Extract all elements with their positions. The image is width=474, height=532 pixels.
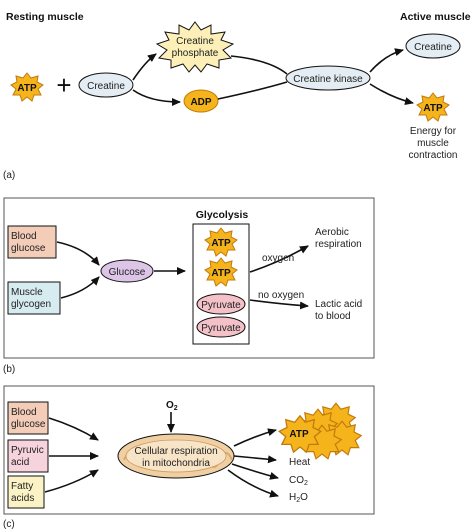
creatine-output-label: Creatine xyxy=(414,42,452,53)
blood-glucose-node: Blood glucose xyxy=(7,225,57,259)
cellular-line1: Cellular respiration xyxy=(134,446,217,457)
blood-glucose-line2: glucose xyxy=(11,243,46,254)
aerobic-line2: respiration xyxy=(315,239,362,250)
lactic-line2: to blood xyxy=(315,311,351,322)
fatty-line2: acids xyxy=(11,493,34,504)
muscle-glycogen-line2: glycogen xyxy=(11,299,51,310)
arrow-kinase-to-creatine xyxy=(369,48,404,73)
glycolysis-atp-icon-2: ATP xyxy=(204,257,238,287)
arrow-creatine-to-phosphate xyxy=(132,53,157,81)
o2-label: O2 xyxy=(166,400,178,412)
glycolysis-atp-icon-1: ATP xyxy=(204,227,238,257)
muscle-glycogen-node: Muscle glycogen xyxy=(7,281,61,315)
creatine-output-node: Creatine xyxy=(405,33,461,59)
arrow-adp-to-kinase xyxy=(217,81,288,100)
atp-output-icon: ATP xyxy=(416,92,450,122)
panel-c: Blood glucose Pyruvic acid Fatty acids O… xyxy=(3,385,375,530)
atp-icon: ATP xyxy=(10,72,44,102)
plus-sign: + xyxy=(56,70,71,100)
glucose-label: Glucose xyxy=(109,267,146,278)
arrow-muscle-glycogen xyxy=(60,276,100,299)
muscle-glycogen-line1: Muscle xyxy=(11,287,43,298)
creatine-phosphate-line1: Creatine xyxy=(176,36,214,47)
creatine-kinase-label: Creatine kinase xyxy=(293,74,363,85)
glycolysis-atp-label-1: ATP xyxy=(211,238,231,249)
arrow-to-h2o xyxy=(227,469,279,498)
blood-glucose-c-line1: Blood xyxy=(11,407,37,418)
atp-output-label: ATP xyxy=(423,103,443,114)
glycolysis-atp-label-2: ATP xyxy=(211,268,231,279)
arrow-creatine-to-adp xyxy=(132,89,181,106)
panel-b-frame xyxy=(3,197,375,359)
h2o-label: H2O xyxy=(289,492,308,504)
energy-line3: contraction xyxy=(409,150,458,161)
arrow-blood-glucose xyxy=(56,241,100,266)
pyruvate-node-2: Pyruvate xyxy=(196,316,246,338)
creatine-phosphate-node: Creatine phosphate xyxy=(155,21,235,73)
pyruvate-node-1: Pyruvate xyxy=(196,293,246,315)
arrow-blood-glucose-c xyxy=(48,417,99,441)
arrow-kinase-to-atp xyxy=(369,83,414,106)
atp-label: ATP xyxy=(17,83,37,94)
creatine-label: Creatine xyxy=(87,81,125,92)
panel-c-label: (c) xyxy=(3,519,15,530)
panel-b: Blood glucose Muscle glycogen Glucose Gl… xyxy=(3,197,375,375)
resting-muscle-label: Resting muscle xyxy=(6,11,84,23)
energy-line1: Energy for xyxy=(410,126,457,137)
panel-b-label: (b) xyxy=(3,364,15,375)
glucose-node: Glucose xyxy=(100,259,154,283)
panel-a-label: (a) xyxy=(3,170,15,181)
blood-glucose-c-line2: glucose xyxy=(11,419,46,430)
arrow-to-co2 xyxy=(231,463,279,480)
no-oxygen-label: no oxygen xyxy=(258,290,304,301)
creatine-phosphate-line2: phosphate xyxy=(172,48,219,59)
aerobic-line1: Aerobic xyxy=(315,227,349,238)
arrow-fatty xyxy=(44,469,99,493)
pyruvic-line2: acid xyxy=(11,457,29,468)
heat-label: Heat xyxy=(289,457,310,468)
pyruvate-label-2: Pyruvate xyxy=(201,323,241,334)
panel-a: Resting muscle Active muscle ATP + Creat… xyxy=(3,11,471,181)
atp-c-label: ATP xyxy=(289,429,309,440)
adp-node: ADP xyxy=(183,89,219,113)
pyruvic-acid-node: Pyruvic acid xyxy=(7,439,49,473)
blood-glucose-c-node: Blood glucose xyxy=(7,401,49,435)
adp-label: ADP xyxy=(190,97,211,108)
oxygen-label: oxygen xyxy=(262,253,294,264)
lactic-line1: Lactic acid xyxy=(315,299,362,310)
blood-glucose-line1: Blood xyxy=(11,231,37,242)
creatine-kinase-node: Creatine kinase xyxy=(285,65,371,91)
fatty-line1: Fatty xyxy=(11,481,33,492)
arrow-oxygen xyxy=(249,245,309,273)
creatine-node: Creatine xyxy=(78,72,134,98)
arrow-no-oxygen xyxy=(249,299,309,310)
arrow-to-heat xyxy=(233,455,277,464)
co2-label: CO2 xyxy=(289,475,308,487)
mitochondrion-icon xyxy=(117,433,235,479)
energy-line2: muscle xyxy=(417,138,449,149)
pyruvate-label-1: Pyruvate xyxy=(201,300,241,311)
active-muscle-label: Active muscle xyxy=(400,11,471,23)
panel-c-frame xyxy=(3,385,375,515)
glycolysis-title: Glycolysis xyxy=(196,209,249,221)
fatty-acids-node: Fatty acids xyxy=(7,475,45,509)
arrow-to-atp xyxy=(233,428,277,447)
arrow-phosphate-to-kinase xyxy=(230,55,288,75)
cellular-line2: in mitochondria xyxy=(142,458,210,469)
pyruvic-line1: Pyruvic xyxy=(11,445,44,456)
